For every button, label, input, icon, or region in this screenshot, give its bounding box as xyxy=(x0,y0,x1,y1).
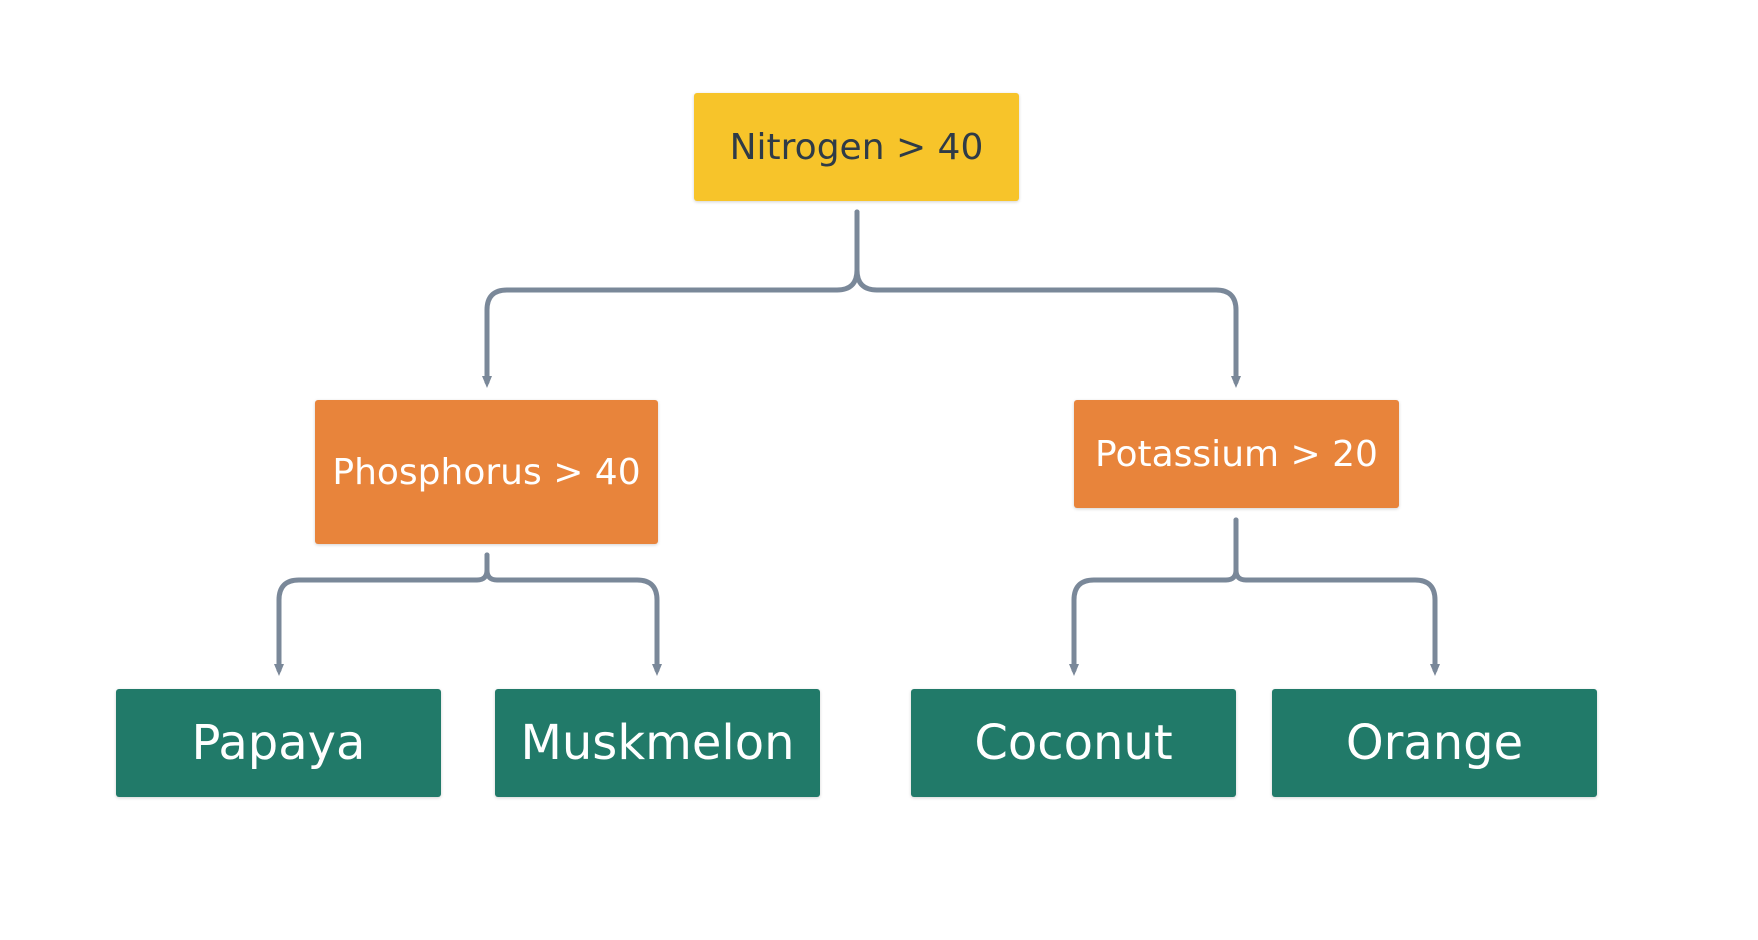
edge-root-to-phosphorus xyxy=(482,209,860,388)
papaya-leaf-label: Papaya xyxy=(191,715,366,771)
root-node-nitrogen: Nitrogen > 40 xyxy=(694,93,1019,201)
edge-phosphorus-to-papaya xyxy=(274,552,490,676)
root-node-label: Nitrogen > 40 xyxy=(729,126,984,168)
leaf-node-muskmelon: Muskmelon xyxy=(495,689,820,797)
potassium-node-label: Potassium > 20 xyxy=(1095,433,1378,475)
edge-potassium-to-coconut xyxy=(1069,517,1239,676)
orange-leaf-label: Orange xyxy=(1345,715,1524,771)
phosphorus-node-label: Phosphorus > 40 xyxy=(332,451,641,493)
leaf-node-papaya: Papaya xyxy=(116,689,441,797)
decision-node-potassium: Potassium > 20 xyxy=(1074,400,1399,508)
coconut-leaf-label: Coconut xyxy=(974,715,1173,771)
muskmelon-leaf-label: Muskmelon xyxy=(520,715,795,771)
leaf-node-coconut: Coconut xyxy=(911,689,1236,797)
edge-root-to-potassium xyxy=(854,209,1241,388)
decision-node-phosphorus: Phosphorus > 40 xyxy=(315,400,658,544)
edge-potassium-to-orange xyxy=(1233,517,1440,676)
edge-phosphorus-to-muskmelon xyxy=(484,552,662,676)
leaf-node-orange: Orange xyxy=(1272,689,1597,797)
